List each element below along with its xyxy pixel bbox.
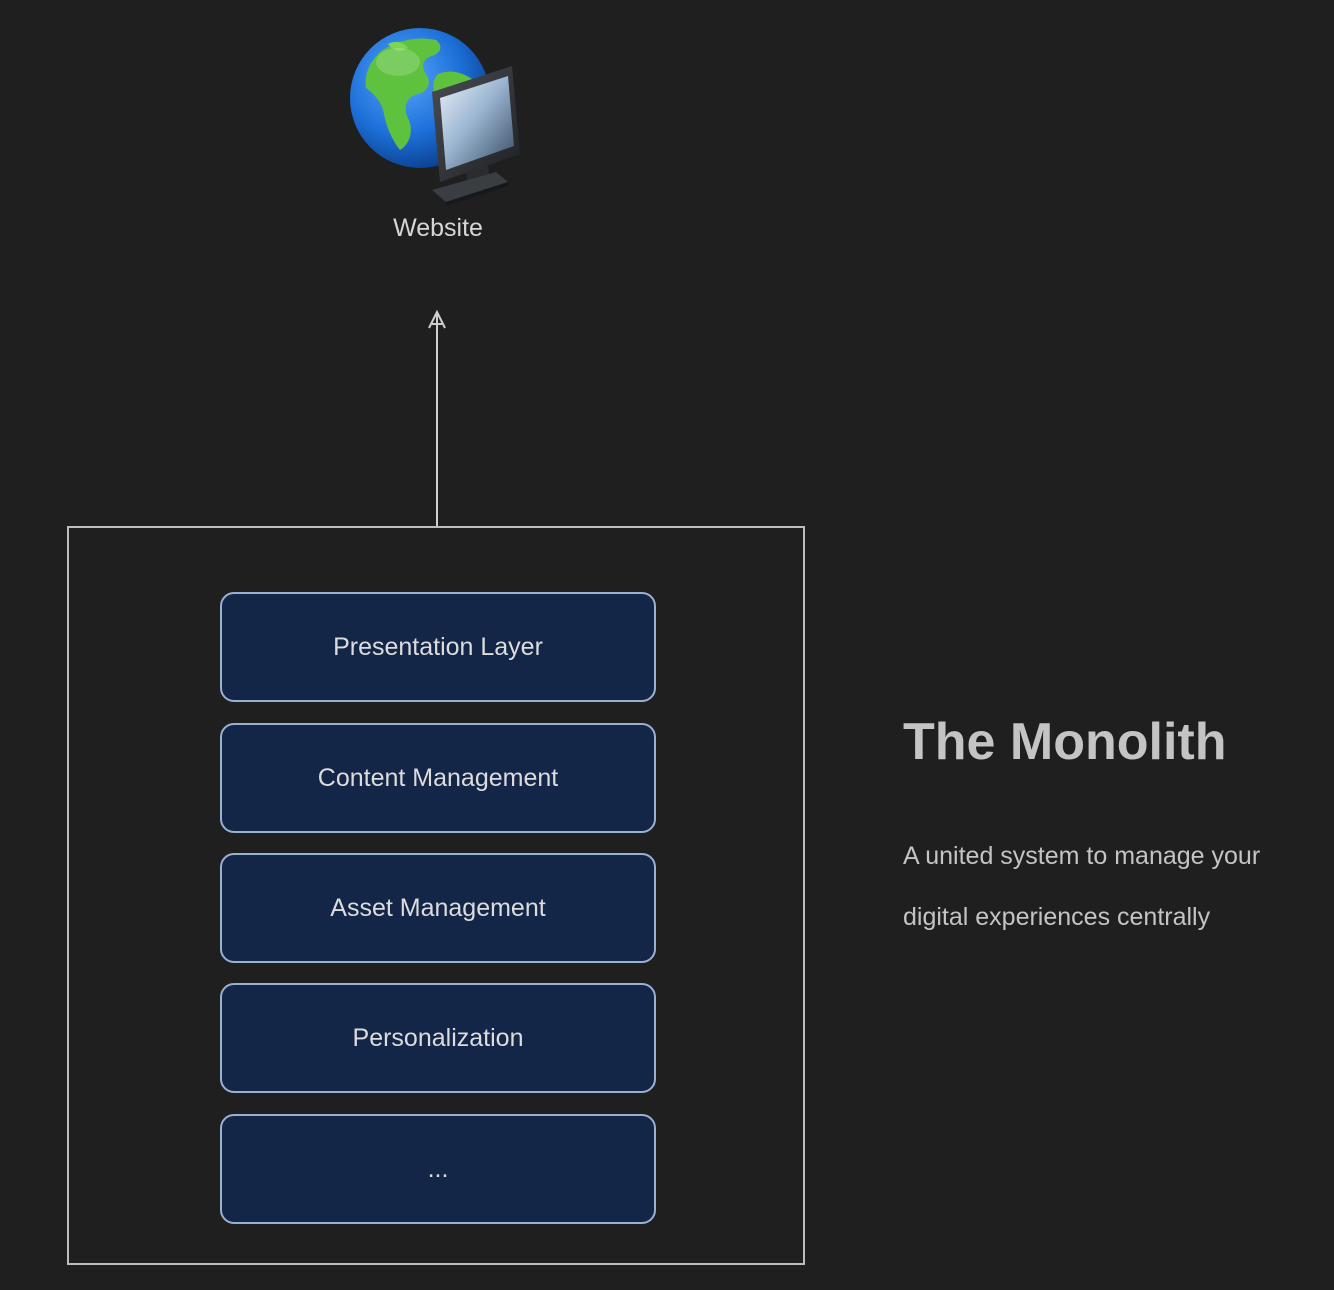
monolith-description: A united system to manage your digital e…: [903, 842, 1261, 931]
layer-personalization: Personalization: [220, 983, 656, 1093]
layer-label: Content Management: [317, 763, 559, 792]
website-node: Website: [338, 18, 538, 258]
layer-label: ...: [427, 1154, 449, 1183]
monolith-container: Presentation Layer Content Management As…: [67, 526, 805, 1265]
layer-label: Asset Management: [330, 893, 546, 922]
layer-label: Presentation Layer: [333, 632, 543, 661]
monolith-title: The Monolith: [903, 713, 1227, 771]
layer-presentation: Presentation Layer: [220, 592, 656, 702]
layer-more: ...: [220, 1114, 656, 1224]
globe-with-monitor-icon: [350, 28, 520, 206]
connector-arrow: [428, 309, 446, 528]
layer-asset-management: Asset Management: [220, 853, 656, 963]
layer-content-management: Content Management: [220, 723, 656, 833]
website-label: Website: [393, 214, 483, 242]
layer-label: Personalization: [352, 1023, 524, 1052]
